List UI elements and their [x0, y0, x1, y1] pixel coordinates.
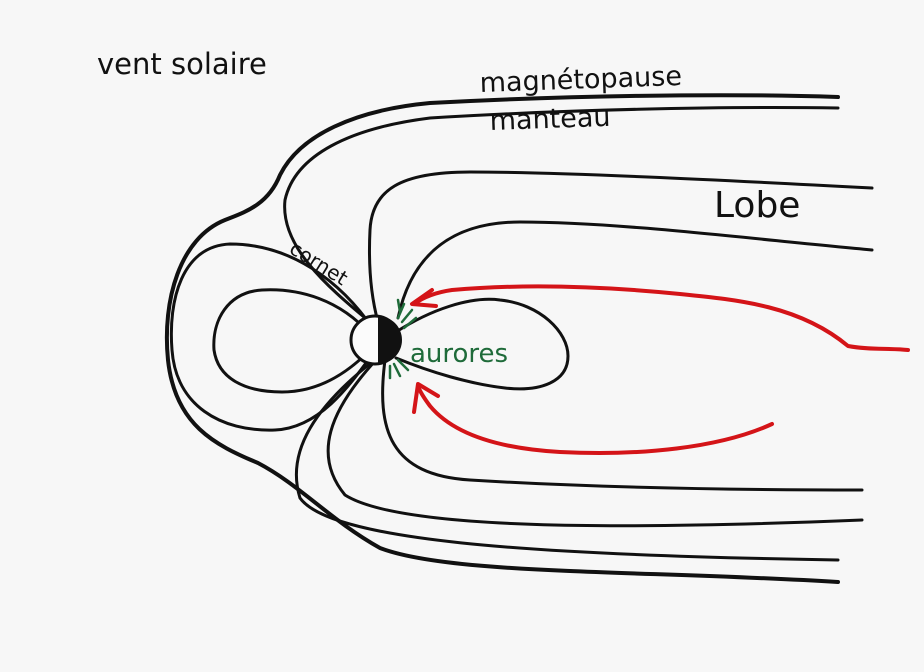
lobe-field-line-1	[367, 170, 874, 324]
magnetopause-line	[164, 93, 840, 584]
lobe-field-line-2	[396, 220, 874, 320]
dayside-outer-loop	[169, 242, 376, 432]
nightside-closed-loop	[394, 297, 570, 391]
label-lobe: Lobe	[714, 185, 800, 226]
aurora-marks	[388, 298, 418, 380]
earth-night-side	[378, 316, 402, 364]
dayside-inner-loop	[212, 288, 372, 394]
red-flow-line-lower	[416, 384, 774, 455]
arrow-head-upper	[410, 288, 438, 308]
label-aurorae: aurores	[410, 339, 508, 369]
label-solar-wind: vent solaire	[97, 47, 267, 81]
lower-field-line-a	[381, 358, 864, 492]
label-mantle: manteau	[489, 102, 611, 137]
lower-field-line-c	[294, 360, 840, 562]
label-magnetopause: magnétopause	[479, 61, 682, 99]
label-cusp: cornet	[285, 236, 352, 290]
arrow-head-lower	[412, 382, 440, 414]
mantle-line	[283, 105, 840, 324]
lower-field-line-b	[326, 358, 864, 528]
red-flow-line	[412, 284, 910, 352]
